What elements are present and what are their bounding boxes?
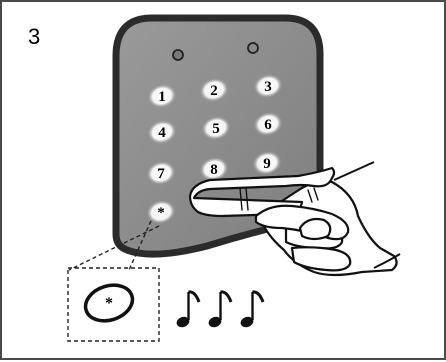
key-label: 1 [158,89,166,105]
musical-note-icon [207,292,231,329]
zoomed-star-label: * [105,295,113,312]
led-icon [173,50,183,60]
key-label: 2 [210,83,218,99]
hand-cuff [334,162,374,180]
musical-note-icon [175,292,199,329]
key-label: 6 [264,117,272,133]
musical-notes [175,292,263,329]
key-label: 9 [263,156,271,172]
led-icon [248,43,258,53]
key-label: 5 [212,121,220,137]
musical-note-icon [239,292,263,329]
key-label: * [157,205,165,221]
key-label: 3 [264,79,272,95]
key-label: 8 [210,162,218,178]
key-label: 7 [157,166,165,182]
key-label: 4 [158,125,166,141]
